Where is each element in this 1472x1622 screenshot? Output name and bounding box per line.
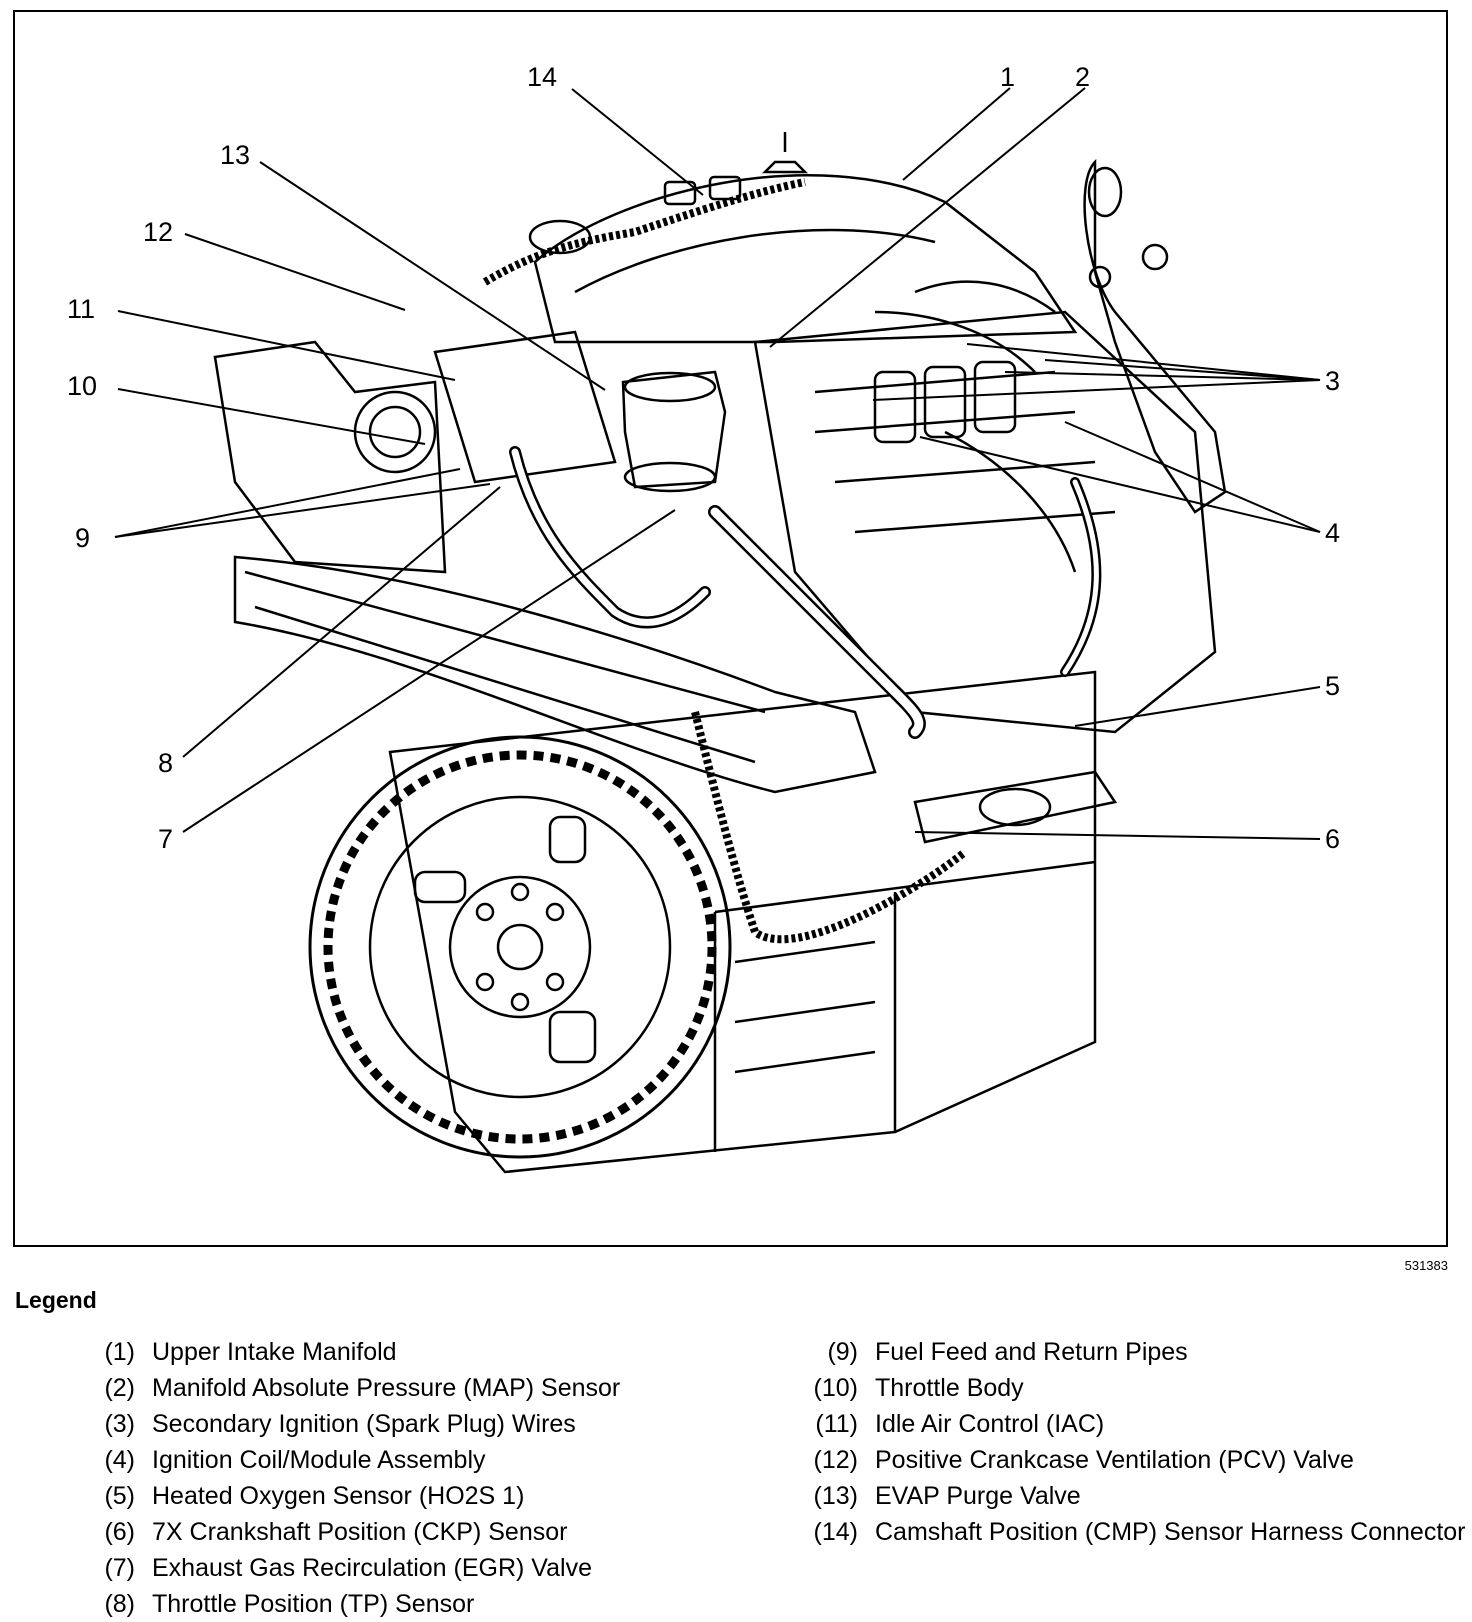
- engine-illustration: 1 2 3 4 5 6 7 8 9 10 11 12 13 14: [67, 62, 1340, 1174]
- legend-text: Manifold Absolute Pressure (MAP) Sensor: [152, 1374, 621, 1402]
- callout-labels: 1 2 3 4 5 6 7 8 9 10 11 12 13 14: [67, 62, 1340, 854]
- legend-text: Idle Air Control (IAC): [875, 1410, 1105, 1438]
- legend-number: (10): [813, 1374, 858, 1402]
- legend-text: Heated Oxygen Sensor (HO2S 1): [152, 1482, 525, 1510]
- legend-text: Secondary Ignition (Spark Plug) Wires: [152, 1410, 576, 1438]
- legend-item: (14) Camshaft Position (CMP) Sensor Harne…: [806, 1514, 1466, 1550]
- legend-item: (3) Secondary Ignition (Spark Plug) Wires: [78, 1406, 778, 1442]
- callout-12: 12: [143, 217, 173, 247]
- legend-number: (8): [104, 1590, 135, 1618]
- legend-number: (14): [813, 1518, 858, 1546]
- legend-item: (13) EVAP Purge Valve: [806, 1478, 1466, 1514]
- legend-column-right: (9) Fuel Feed and Return Pipes (10) Thrott…: [806, 1334, 1466, 1550]
- figure-number: 531383: [1404, 1258, 1448, 1273]
- callout-6: 6: [1325, 824, 1340, 854]
- legend-item: (10) Throttle Body: [806, 1370, 1466, 1406]
- legend-item: (5) Heated Oxygen Sensor (HO2S 1): [78, 1478, 778, 1514]
- legend-text: Camshaft Position (CMP) Sensor Harness C…: [875, 1518, 1466, 1546]
- legend-item: (6) 7X Crankshaft Position (CKP) Sensor: [78, 1514, 778, 1550]
- legend-text: Fuel Feed and Return Pipes: [875, 1338, 1188, 1366]
- callout-13: 13: [220, 140, 250, 170]
- callout-4: 4: [1325, 518, 1340, 548]
- legend-number: (6): [104, 1518, 135, 1546]
- legend-item: (2) Manifold Absolute Pressure (MAP) Sens…: [78, 1370, 778, 1406]
- legend-number: (4): [104, 1446, 135, 1474]
- legend-text: Throttle Body: [875, 1374, 1024, 1402]
- callout-7: 7: [158, 824, 173, 854]
- callout-1: 1: [1000, 62, 1015, 92]
- legend-item: (1) Upper Intake Manifold: [78, 1334, 778, 1370]
- callout-2: 2: [1075, 62, 1090, 92]
- legend-item: (8) Throttle Position (TP) Sensor: [78, 1586, 778, 1622]
- callout-14: 14: [527, 62, 557, 92]
- legend-item: (7) Exhaust Gas Recirculation (EGR) Valve: [78, 1550, 778, 1586]
- legend-number: (13): [813, 1482, 858, 1510]
- legend-item: (11) Idle Air Control (IAC): [806, 1406, 1466, 1442]
- legend-title: Legend: [15, 1287, 97, 1313]
- legend-text: Exhaust Gas Recirculation (EGR) Valve: [152, 1554, 592, 1582]
- legend-number: (3): [104, 1410, 135, 1438]
- legend-number: (9): [827, 1338, 858, 1366]
- legend-text: Positive Crankcase Ventilation (PCV) Val…: [875, 1446, 1354, 1474]
- legend-item: (4) Ignition Coil/Module Assembly: [78, 1442, 778, 1478]
- legend-text: Upper Intake Manifold: [152, 1338, 397, 1366]
- legend-column-left: (1) Upper Intake Manifold (2) Manifold Abs…: [78, 1334, 778, 1622]
- figure-frame: 1 2 3 4 5 6 7 8 9 10 11 12 13 14: [13, 10, 1448, 1247]
- legend-number: (11): [815, 1410, 858, 1438]
- legend-text: EVAP Purge Valve: [875, 1482, 1081, 1510]
- legend-item: (12) Positive Crankcase Ventilation (PCV)…: [806, 1442, 1466, 1478]
- legend-text: Ignition Coil/Module Assembly: [152, 1446, 486, 1474]
- legend-number: (2): [104, 1374, 135, 1402]
- callout-9: 9: [75, 523, 90, 553]
- legend-text: 7X Crankshaft Position (CKP) Sensor: [152, 1518, 568, 1546]
- legend-number: (1): [104, 1338, 135, 1366]
- leader-lines: [114, 87, 1321, 840]
- callout-3: 3: [1325, 366, 1340, 396]
- callout-5: 5: [1325, 671, 1340, 701]
- legend-item: (9) Fuel Feed and Return Pipes: [806, 1334, 1466, 1370]
- callout-11: 11: [67, 294, 95, 324]
- legend-text: Throttle Position (TP) Sensor: [152, 1590, 475, 1618]
- legend-number: (5): [104, 1482, 135, 1510]
- legend-number: (7): [104, 1554, 135, 1582]
- engine-line-drawing-icon: [213, 132, 1227, 1174]
- callout-8: 8: [158, 748, 173, 778]
- legend-number: (12): [813, 1446, 858, 1474]
- callout-10: 10: [67, 371, 97, 401]
